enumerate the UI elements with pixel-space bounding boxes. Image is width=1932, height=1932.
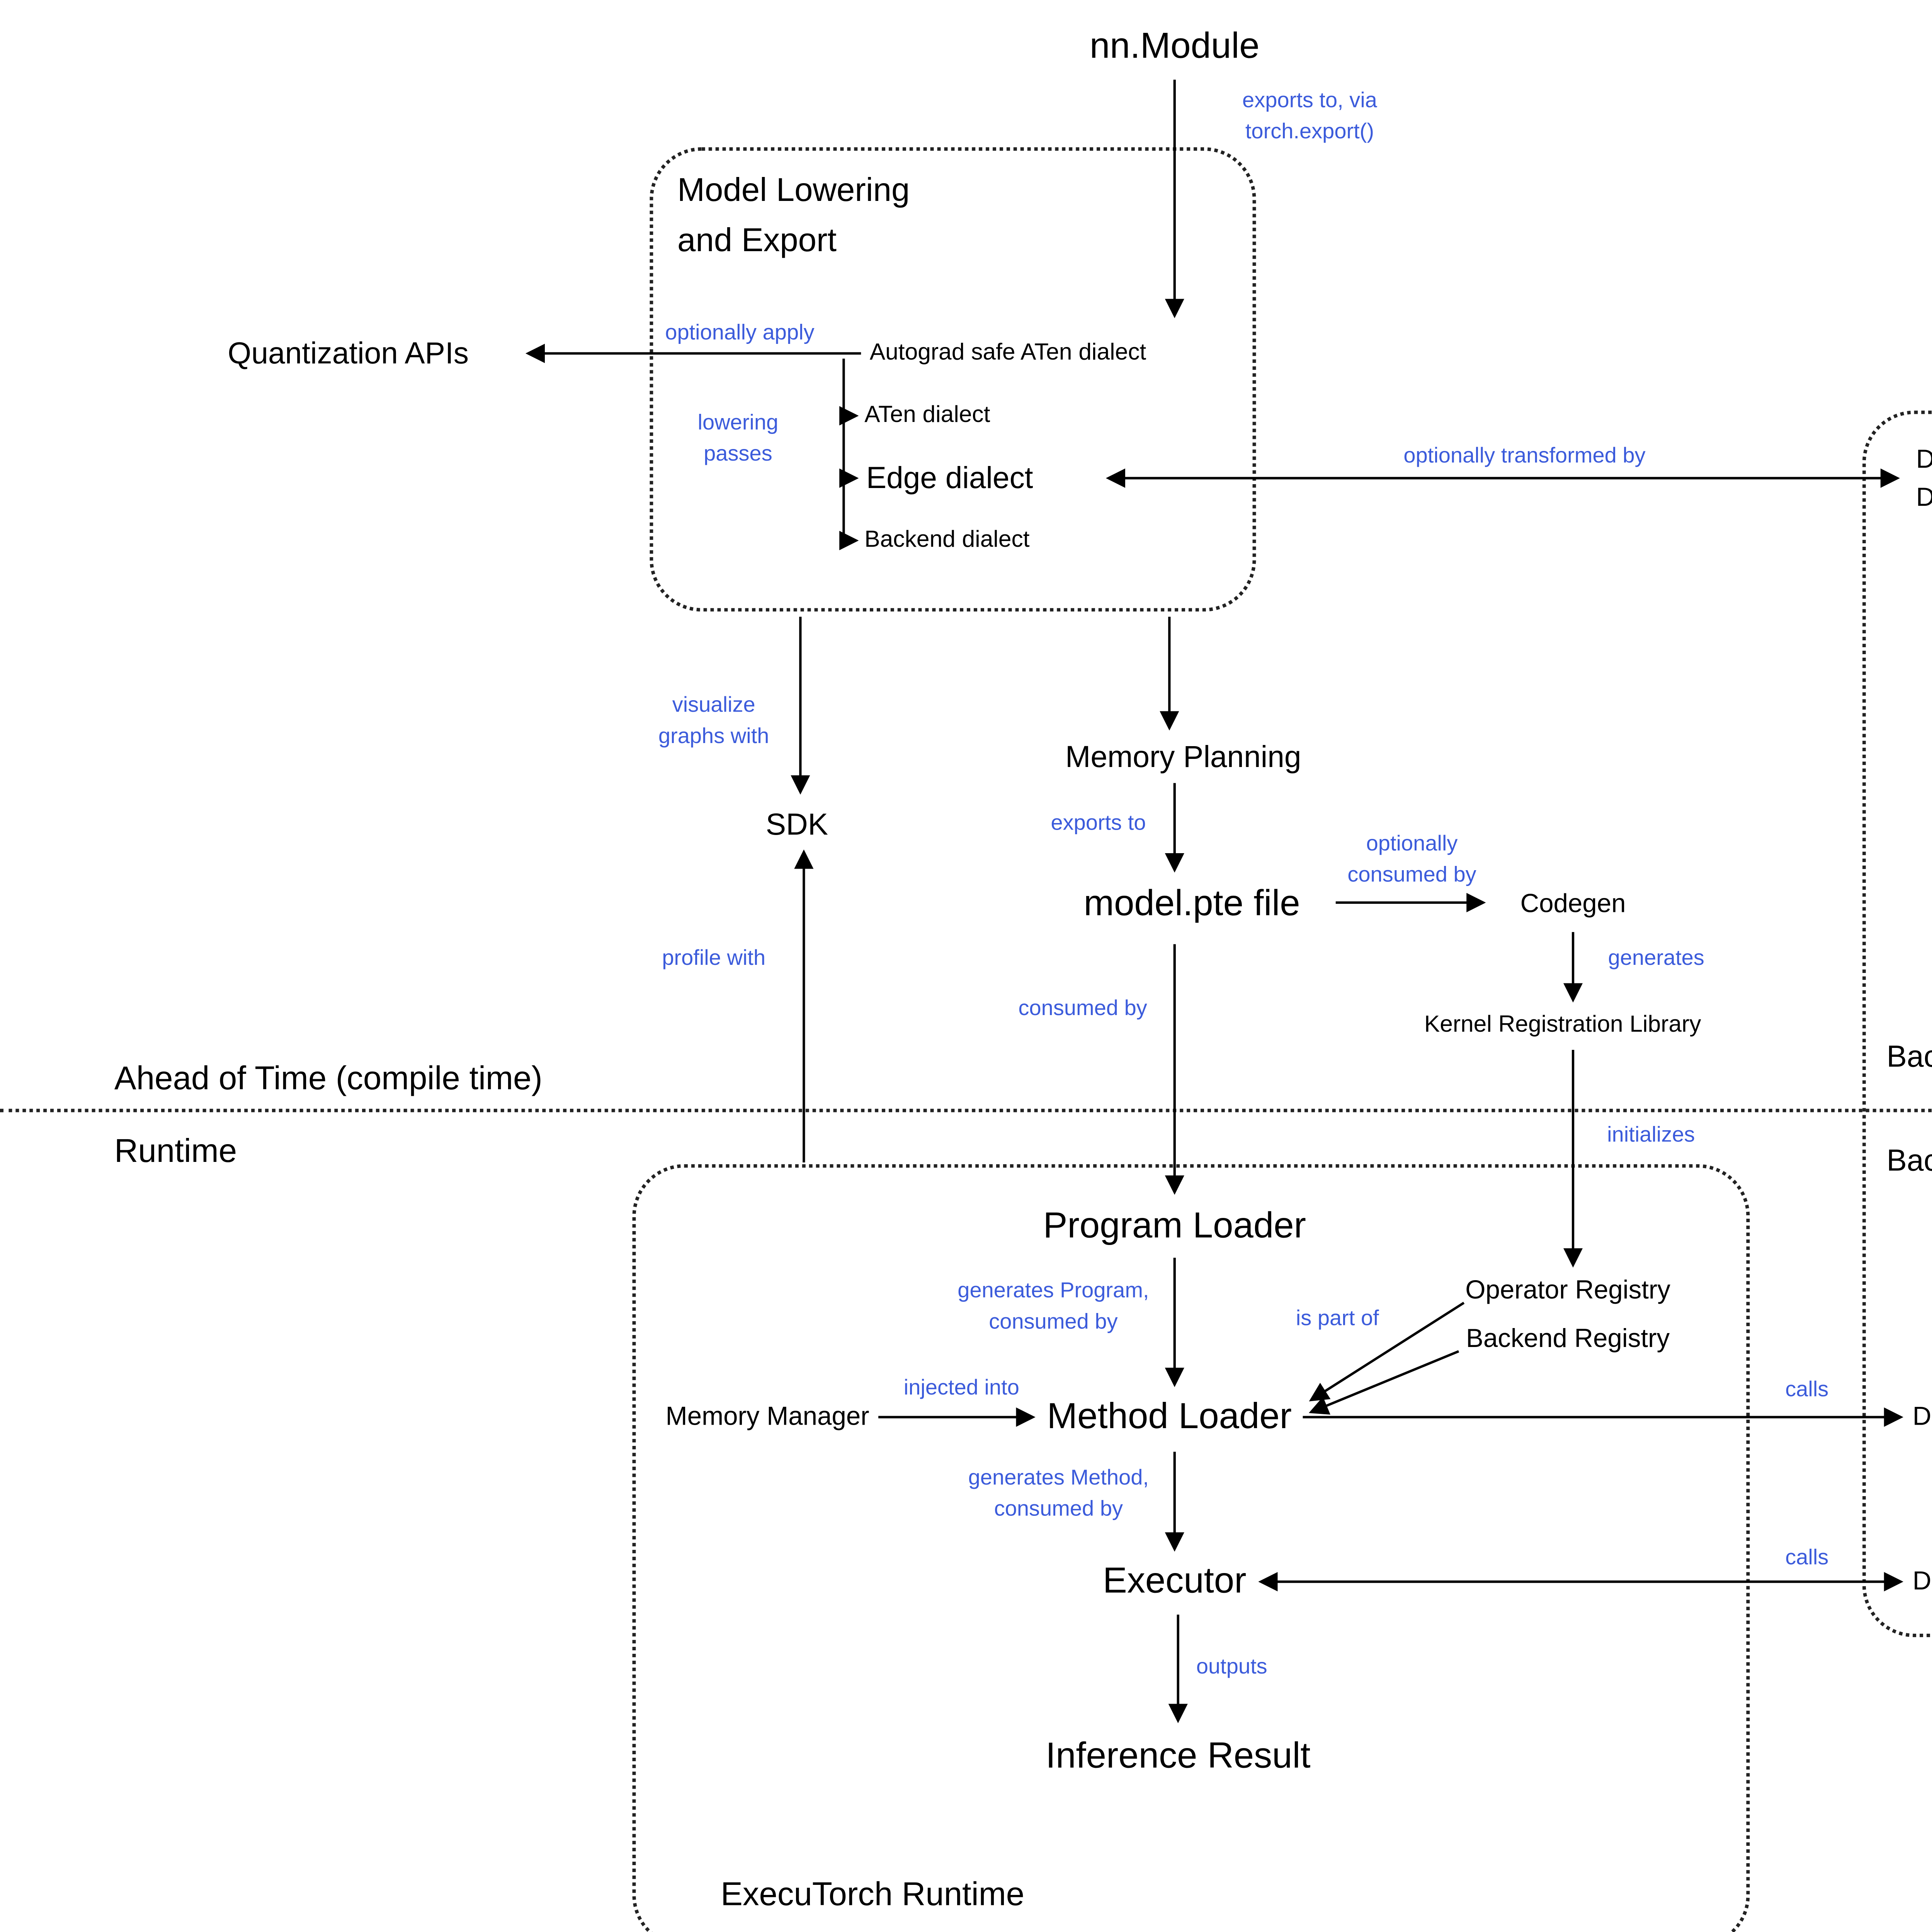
node-sdk: SDK	[765, 807, 828, 842]
node-model-pte-file: model.pte file	[1083, 884, 1300, 924]
edge-label-initializes: initializes	[1607, 1122, 1695, 1147]
node-backend-registry: Backend Registry	[1466, 1324, 1670, 1354]
edge-label-lowering-passes: lowering passes	[697, 410, 779, 466]
arrow-operator-registry-to-method-loader	[1309, 1301, 1465, 1401]
edge-label-is-part-of: is part of	[1296, 1306, 1379, 1331]
node-delegate-partitioner: Delegate Partitioner, Delegate Preproces…	[1916, 442, 1932, 517]
edge-label-consumed-by: consumed by	[1018, 996, 1147, 1020]
model-lowering-title: Model Lowering and Export	[677, 173, 910, 261]
edge-label-profile-with: profile with	[662, 946, 766, 970]
node-program-loader: Program Loader	[1043, 1206, 1306, 1247]
edge-label-injected-into: injected into	[903, 1375, 1019, 1400]
node-delegate-execution: Delegate Execution	[1912, 1567, 1932, 1597]
edge-label-optionally-transformed-by: optionally transformed by	[1403, 443, 1646, 468]
node-autograd-safe-aten-dialect: Autograd safe ATen dialect	[869, 338, 1146, 365]
executorch-runtime-label: ExecuTorch Runtime	[721, 1877, 1025, 1914]
edge-label-generates-program: generates Program, consumed by	[957, 1278, 1149, 1334]
node-delegate-initialization: Delegate Initialization	[1912, 1402, 1932, 1432]
node-kernel-registration-library: Kernel Registration Library	[1424, 1011, 1701, 1037]
node-aten-dialect: ATen dialect	[864, 401, 990, 427]
edge-label-outputs: outputs	[1196, 1654, 1267, 1679]
node-inference-result: Inference Result	[1045, 1736, 1311, 1776]
backend-delegation-aot-label: Backend Delegation (AOT)	[1886, 1039, 1932, 1074]
node-quantization-apis: Quantization APIs	[228, 335, 469, 371]
edge-label-optionally-apply: optionally apply	[665, 320, 815, 345]
node-executor: Executor	[1103, 1561, 1247, 1602]
node-edge-dialect: Edge dialect	[866, 460, 1033, 495]
model-lowering-box	[650, 147, 1256, 612]
node-operator-registry: Operator Registry	[1465, 1276, 1670, 1306]
executorch-runtime-box	[632, 1164, 1750, 1932]
edge-label-exports-to: exports to	[1051, 810, 1146, 835]
node-method-loader: Method Loader	[1047, 1397, 1292, 1437]
section-ahead-of-time: Ahead of Time (compile time)	[114, 1061, 543, 1098]
edge-label-optionally-consumed-by: optionally consumed by	[1347, 831, 1476, 887]
aot-runtime-separator	[0, 1109, 1932, 1112]
node-nn-module: nn.Module	[1089, 26, 1260, 66]
edge-label-generates-method: generates Method, consumed by	[968, 1465, 1149, 1521]
edge-label-visualize-graphs-with: visualize graphs with	[658, 692, 769, 748]
arrow-backend-registry-to-method-loader	[1309, 1350, 1459, 1415]
node-memory-planning: Memory Planning	[1065, 739, 1301, 774]
edge-label-calls-execution: calls	[1785, 1545, 1829, 1570]
section-runtime: Runtime	[114, 1134, 237, 1171]
node-codegen: Codegen	[1520, 889, 1626, 919]
node-backend-dialect: Backend dialect	[864, 526, 1030, 552]
edge-label-exports-to-via: exports to, via torch.export()	[1242, 88, 1377, 144]
edge-label-generates: generates	[1608, 946, 1704, 970]
backend-delegation-runtime-label: Backend Delegation (Runtime)	[1886, 1143, 1932, 1178]
edge-label-calls-initialization: calls	[1785, 1377, 1829, 1401]
node-memory-manager: Memory Manager	[665, 1402, 869, 1432]
